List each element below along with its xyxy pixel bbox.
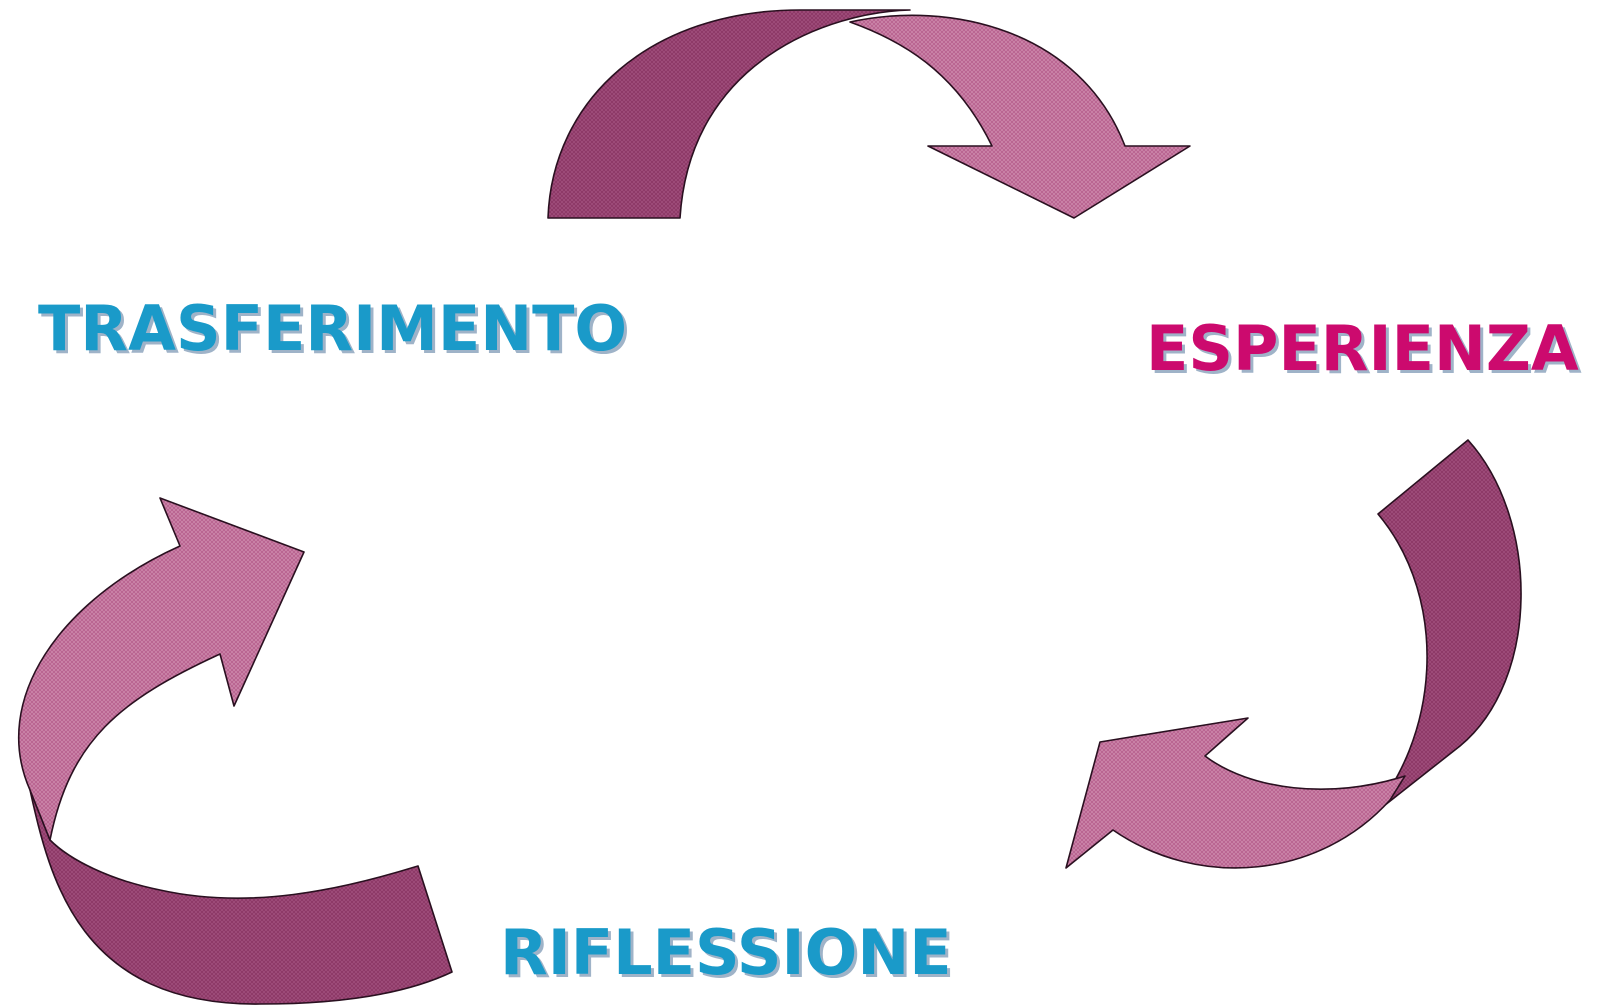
arrow-left-dark-part	[29, 789, 453, 1005]
arrow-riflessione-to-trasferimento	[18, 497, 453, 1005]
stage-label-esperienza: ESPERIENZA	[1146, 312, 1579, 385]
arrow-right-dark-part	[1365, 439, 1522, 821]
arrow-top-dark-part	[547, 9, 911, 219]
stage-label-trasferimento: TRASFERIMENTO	[38, 292, 628, 365]
arrow-top-light-part	[849, 14, 1191, 219]
arrow-right-light-part	[1065, 717, 1406, 869]
arrow-esperienza-to-riflessione	[1065, 439, 1522, 869]
arrow-left-light-part	[18, 497, 305, 841]
stage-label-riflessione: RIFLESSIONE	[500, 916, 952, 989]
arrow-trasferimento-to-esperienza	[547, 9, 1191, 219]
